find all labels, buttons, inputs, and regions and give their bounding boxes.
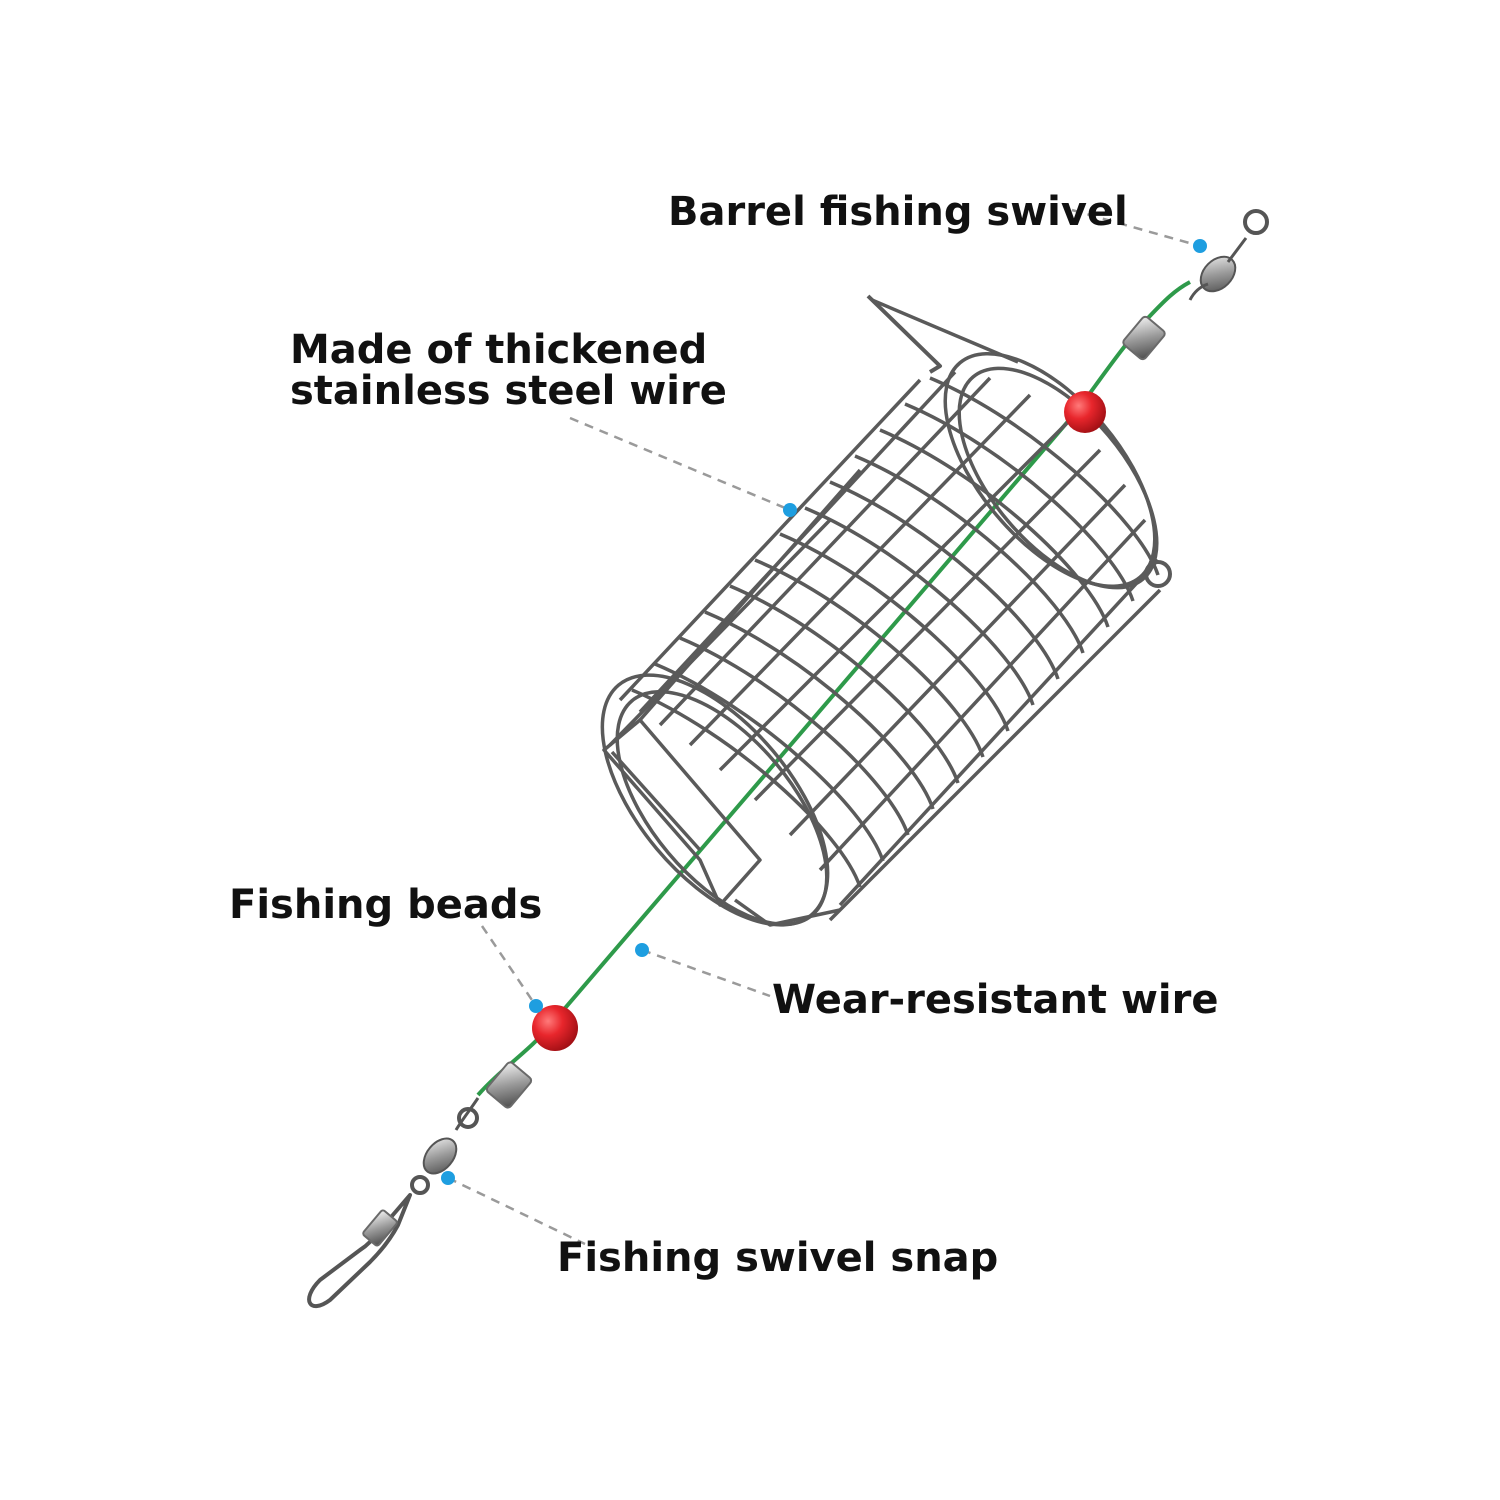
- wire-cage: [600, 294, 1172, 927]
- marker-dot-fishing-beads: [529, 999, 543, 1013]
- label-beads-text: Fishing beads: [229, 882, 543, 928]
- label-fishing-swivel-snap: Fishing swivel snap: [557, 1238, 998, 1279]
- callout-line-barrel-swivel: [1071, 208, 1201, 248]
- marker-dot-wear-resistant-wire: [635, 943, 649, 957]
- callout-line-wear-resistant-wire: [641, 948, 771, 998]
- callout-lines: [447, 208, 1201, 1246]
- label-wear-resistant-wire: Wear-resistant wire: [772, 980, 1218, 1021]
- label-snap-text: Fishing swivel snap: [557, 1235, 999, 1281]
- label-stainless-steel-wire: Made of thickened stainless steel wire: [290, 330, 727, 412]
- marker-dot-swivel-snap: [441, 1171, 455, 1185]
- label-fishing-beads: Fishing beads: [229, 885, 542, 926]
- label-barrel-fishing-swivel: Barrel fishing swivel: [668, 192, 1128, 233]
- leader-wire: [476, 280, 1191, 1097]
- lower-fishing-bead: [532, 1005, 578, 1051]
- marker-dot-barrel-swivel: [1193, 239, 1207, 253]
- label-steel-line-2: stainless steel wire: [290, 367, 727, 414]
- label-wire-text: Wear-resistant wire: [772, 977, 1219, 1023]
- marker-dot-steel-wire: [783, 503, 797, 517]
- barrel-swivel-hardware: [1122, 209, 1269, 361]
- marker-dots: [441, 239, 1207, 1185]
- callout-line-steel-wire: [569, 416, 791, 512]
- label-barrel-text: Barrel fishing swivel: [668, 189, 1128, 235]
- upper-fishing-bead: [1064, 391, 1106, 433]
- callout-line-fishing-beads: [480, 925, 538, 1007]
- label-steel-line-1: Made of thickened: [290, 327, 708, 373]
- swivel-snap-hardware: [307, 1061, 533, 1308]
